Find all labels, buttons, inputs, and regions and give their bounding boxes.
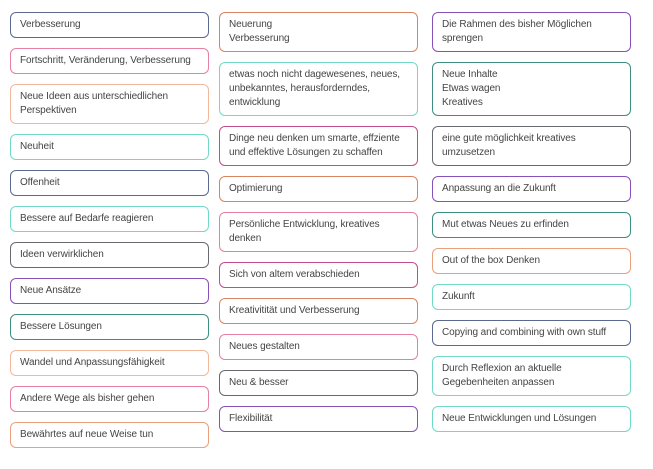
idea-card[interactable]: eine gute möglichkeit kreatives umzusetz… — [432, 126, 631, 166]
idea-card[interactable]: Verbesserung — [10, 12, 209, 38]
idea-card[interactable]: Neue Ideen aus unterschiedlichen Perspek… — [10, 84, 209, 124]
idea-card[interactable]: Zukunft — [432, 284, 631, 310]
idea-card[interactable]: Out of the box Denken — [432, 248, 631, 274]
idea-card[interactable]: Bessere Lösungen — [10, 314, 209, 340]
idea-card[interactable]: Wandel und Anpassungsfähigkeit — [10, 350, 209, 376]
idea-card[interactable]: Neuheit — [10, 134, 209, 160]
idea-card[interactable]: Offenheit — [10, 170, 209, 196]
idea-card[interactable]: Die Rahmen des bisher Möglichen sprengen — [432, 12, 631, 52]
idea-card[interactable]: Neue Entwicklungen und Lösungen — [432, 406, 631, 432]
idea-card[interactable]: Copying and combining with own stuff — [432, 320, 631, 346]
idea-card[interactable]: Neue Inhalte Etwas wagen Kreatives — [432, 62, 631, 116]
idea-card[interactable]: Bewährtes auf neue Weise tun — [10, 422, 209, 448]
idea-card[interactable]: Anpassung an die Zukunft — [432, 176, 631, 202]
idea-card[interactable]: Bessere auf Bedarfe reagieren — [10, 206, 209, 232]
idea-card[interactable]: Neue Ansätze — [10, 278, 209, 304]
idea-card[interactable]: Optimierung — [219, 176, 418, 202]
column-middle: Neuerung Verbesserung etwas noch nicht da… — [219, 12, 418, 432]
idea-card[interactable]: Persönliche Entwicklung, kreatives denke… — [219, 212, 418, 252]
idea-card[interactable]: Durch Reflexion an aktuelle Gegebenheite… — [432, 356, 631, 396]
idea-card[interactable]: Ideen verwirklichen — [10, 242, 209, 268]
idea-card[interactable]: Kreativitität und Verbesserung — [219, 298, 418, 324]
idea-card[interactable]: Neuerung Verbesserung — [219, 12, 418, 52]
idea-card[interactable]: Andere Wege als bisher gehen — [10, 386, 209, 412]
idea-card[interactable]: Sich von altem verabschieden — [219, 262, 418, 288]
column-right: Die Rahmen des bisher Möglichen sprengen… — [432, 12, 631, 432]
idea-card[interactable]: Fortschritt, Veränderung, Verbesserung — [10, 48, 209, 74]
idea-card[interactable]: Dinge neu denken um smarte, effziente un… — [219, 126, 418, 166]
idea-card[interactable]: Flexibilität — [219, 406, 418, 432]
idea-card[interactable]: Mut etwas Neues zu erfinden — [432, 212, 631, 238]
idea-card[interactable]: Neu & besser — [219, 370, 418, 396]
idea-card[interactable]: Neues gestalten — [219, 334, 418, 360]
idea-card[interactable]: etwas noch nicht dagewesenes, neues, unb… — [219, 62, 418, 116]
